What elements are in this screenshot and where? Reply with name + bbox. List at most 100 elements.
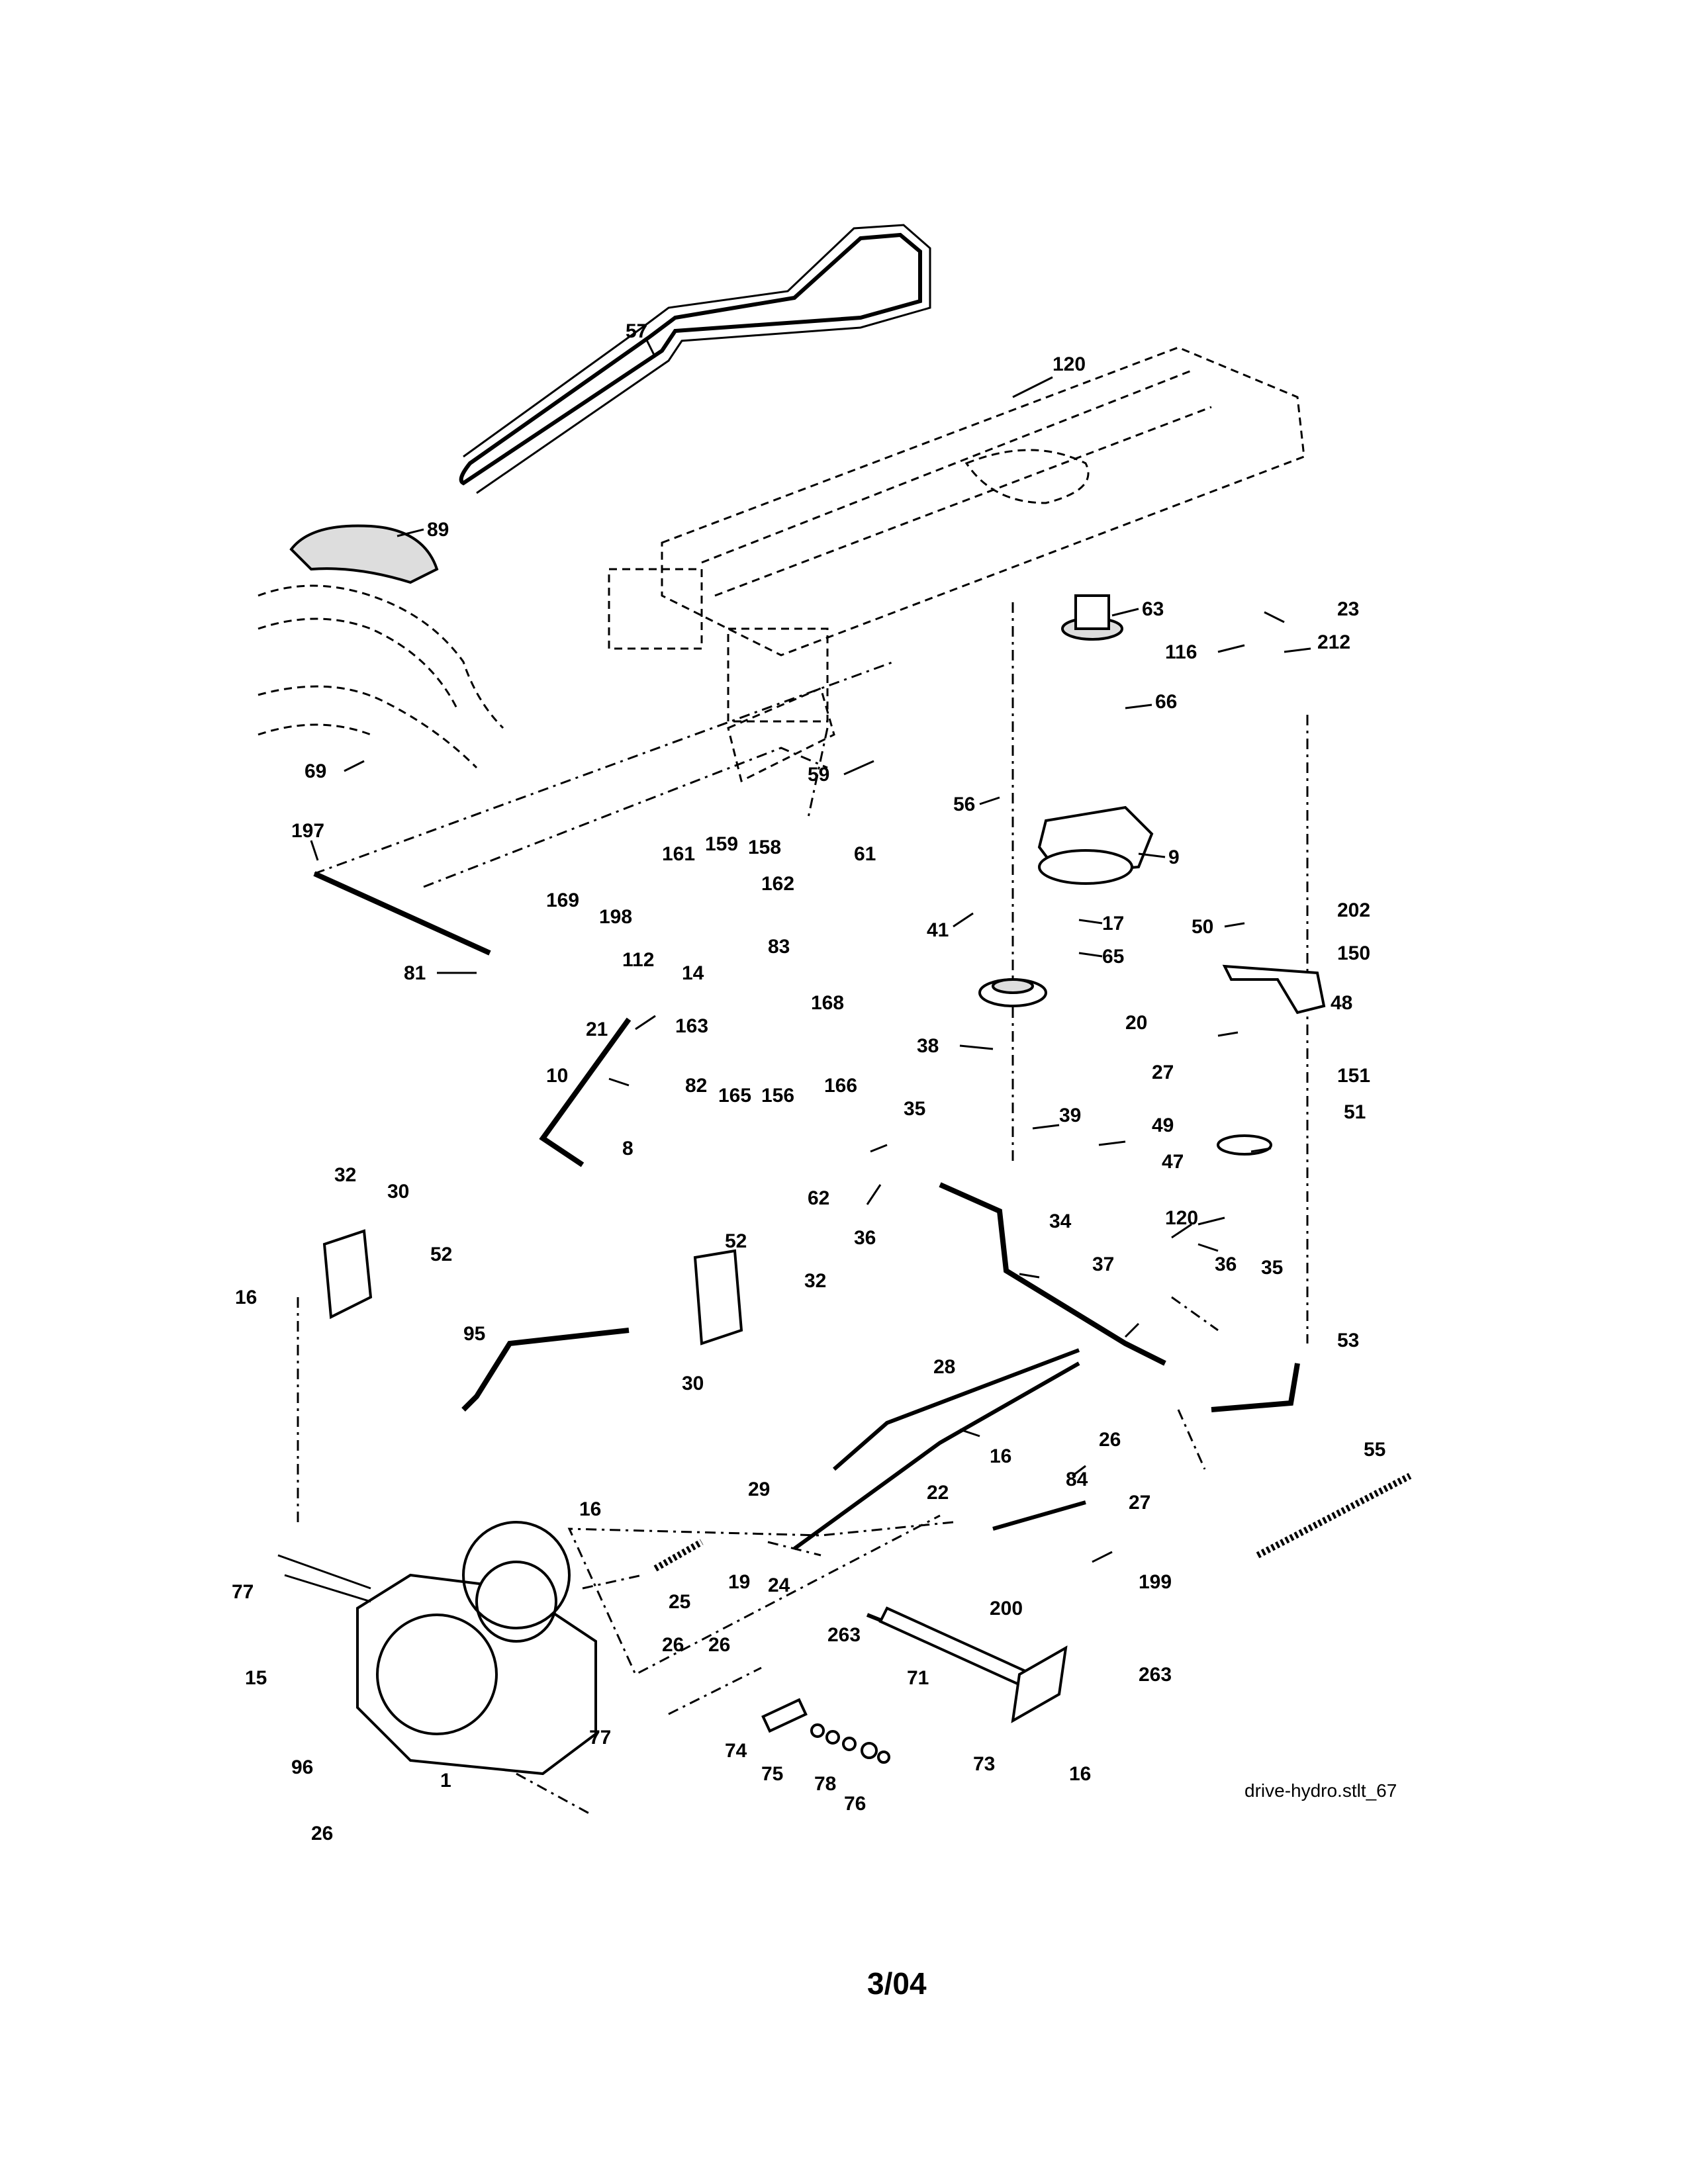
callout-96: 96 [291,1756,313,1778]
callout-71: 71 [907,1667,929,1689]
springs [653,1473,1412,1572]
diagram-file-id: drive-hydro.stlt_67 [1244,1780,1397,1801]
callout-169: 169 [546,889,579,911]
seat-pan [289,524,439,584]
callout-26: 26 [1099,1429,1121,1451]
callout-30: 30 [682,1373,704,1394]
drive-belt [459,224,931,494]
brackets [322,1229,743,1345]
callout-8: 8 [622,1138,633,1160]
callout-26: 26 [311,1823,333,1844]
callout-65: 65 [1102,946,1124,968]
callout-74: 74 [725,1740,747,1762]
callout-166: 166 [824,1075,857,1097]
callout-35: 35 [904,1098,925,1120]
callout-49: 49 [1152,1115,1174,1136]
callout-77: 77 [589,1727,611,1749]
callout-263: 263 [1139,1664,1172,1686]
callout-39: 39 [1059,1105,1081,1126]
callout-48: 48 [1331,992,1352,1014]
callout-156: 156 [761,1085,794,1107]
callout-59: 59 [808,764,829,786]
callout-35: 35 [1261,1257,1283,1279]
callout-20: 20 [1125,1012,1147,1034]
callout-47: 47 [1162,1151,1184,1173]
callout-200: 200 [990,1598,1023,1619]
callout-50: 50 [1192,916,1213,938]
callout-199: 199 [1139,1571,1172,1593]
callout-29: 29 [748,1479,770,1500]
callout-61: 61 [854,843,876,865]
callout-89: 89 [427,519,449,541]
callout-69: 69 [305,760,326,782]
callout-73: 73 [973,1753,995,1775]
callout-161: 161 [662,843,695,865]
callout-197: 197 [291,820,324,842]
fender-body [258,584,504,769]
lever-and-bracket [878,1606,1068,1723]
callout-37: 37 [1092,1253,1114,1275]
callout-168: 168 [811,992,844,1014]
callout-151: 151 [1337,1065,1370,1087]
callout-27: 27 [1152,1062,1174,1083]
callout-16: 16 [235,1287,257,1308]
callout-26: 26 [708,1634,730,1656]
callout-116: 116 [1165,641,1197,663]
callout-198: 198 [599,906,632,928]
callout-163: 163 [675,1015,708,1037]
callout-76: 76 [844,1793,866,1815]
callout-41: 41 [927,919,949,941]
callout-51: 51 [1344,1101,1366,1123]
callout-24: 24 [768,1574,790,1596]
callout-19: 19 [728,1571,750,1593]
callout-62: 62 [808,1187,829,1209]
callout-165: 165 [718,1085,751,1107]
callout-23: 23 [1337,598,1359,620]
callout-158: 158 [748,837,781,858]
callout-1: 1 [440,1770,451,1792]
tractor-frame [608,346,1305,783]
callout-83: 83 [768,936,790,958]
callout-120: 120 [1165,1207,1198,1229]
callout-57: 57 [626,320,647,342]
callout-66: 66 [1155,691,1177,713]
callout-52: 52 [725,1230,747,1252]
callout-28: 28 [933,1356,955,1378]
pulley-stack [978,594,1154,1007]
callout-53: 53 [1337,1330,1359,1351]
callout-263: 263 [827,1624,861,1646]
callout-120: 120 [1053,353,1086,375]
callout-25: 25 [669,1591,690,1613]
callout-14: 14 [682,962,704,984]
callout-81: 81 [404,962,426,984]
callout-55: 55 [1364,1439,1385,1461]
leader-lines [310,337,1311,1563]
callout-22: 22 [927,1482,949,1504]
callout-75: 75 [761,1763,783,1785]
callout-9: 9 [1168,846,1180,868]
callout-15: 15 [245,1667,267,1689]
idler-pulley [1217,1134,1272,1156]
callout-56: 56 [953,794,975,815]
callout-82: 82 [685,1075,707,1097]
callout-32: 32 [804,1270,826,1292]
callout-159: 159 [705,833,738,855]
callout-32: 32 [334,1164,356,1186]
callouts: 57 120 89 63 23 116 212 66 69 59 56 61 9… [232,320,1385,1844]
callout-36: 36 [1215,1253,1237,1275]
callout-84: 84 [1066,1469,1088,1490]
callout-63: 63 [1142,598,1164,620]
callout-30: 30 [387,1181,409,1203]
callout-21: 21 [586,1019,608,1040]
callout-52: 52 [430,1244,452,1265]
callout-36: 36 [854,1227,876,1249]
assembly-lines [297,602,1309,1815]
callout-17: 17 [1102,913,1124,934]
transmission [277,1521,597,1776]
idler-arm [1222,964,1326,1015]
callout-112: 112 [622,949,654,971]
callout-202: 202 [1337,899,1370,921]
callout-26: 26 [662,1634,684,1656]
callout-16: 16 [990,1445,1011,1467]
